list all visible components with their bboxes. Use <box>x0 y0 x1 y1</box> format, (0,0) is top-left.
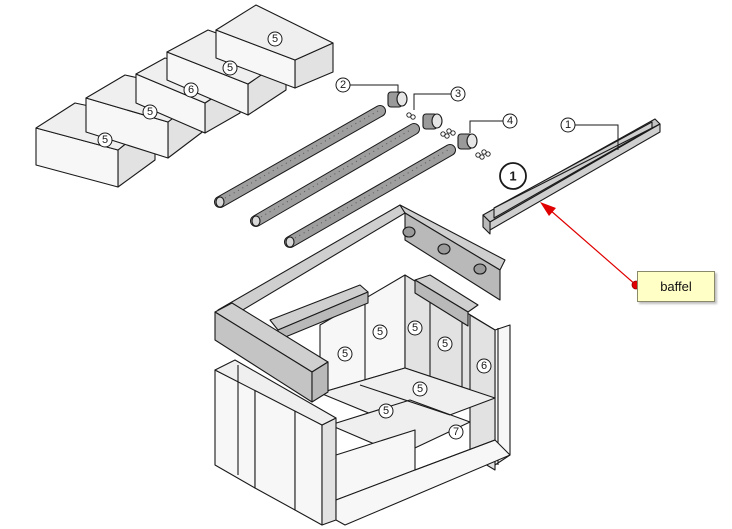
svg-text:3: 3 <box>455 88 461 100</box>
end-cap-3 <box>457 133 478 150</box>
callout-5-brick-4: 5 <box>222 60 238 76</box>
front-wall <box>214 359 337 526</box>
svg-text:5: 5 <box>227 62 233 74</box>
back-frame-bar <box>217 204 506 321</box>
annotation-arrow <box>540 202 641 290</box>
side-wall-right <box>469 314 511 471</box>
callout-5-wall-d: 5 <box>437 336 453 352</box>
svg-text:5: 5 <box>377 326 383 338</box>
baffle-angle <box>482 118 661 235</box>
callout-5-floor-b: 5 <box>378 403 394 419</box>
callout-3-cap: 3 <box>413 86 466 110</box>
tube-2 <box>250 123 420 227</box>
inner-grey-strip-left <box>269 284 369 341</box>
annotation-note[interactable]: baffel <box>637 271 715 302</box>
front-frame-bar <box>214 302 329 403</box>
svg-text:5: 5 <box>102 134 108 146</box>
washers-2 <box>440 128 456 139</box>
front-right-lower <box>335 429 511 526</box>
end-cap-2 <box>422 113 443 130</box>
callout-6-brick-3: 6 <box>183 82 199 98</box>
svg-text:6: 6 <box>481 360 487 372</box>
big-callout-1: 1 <box>499 162 527 190</box>
callout-4-cap: 4 <box>469 113 518 133</box>
svg-text:5: 5 <box>442 338 448 350</box>
callout-5-brick-5: 5 <box>267 31 283 47</box>
tube-1 <box>214 105 386 208</box>
callout-5-wall-b: 5 <box>407 320 423 336</box>
callout-5-brick-1: 5 <box>97 132 113 148</box>
svg-text:5: 5 <box>417 383 423 395</box>
svg-text:5: 5 <box>412 322 418 334</box>
svg-text:6: 6 <box>188 84 194 96</box>
svg-text:1: 1 <box>565 119 571 131</box>
callout-2-tube: 2 <box>335 77 399 93</box>
callout-5-brick-2: 5 <box>142 104 158 120</box>
callout-6-side: 6 <box>476 358 492 374</box>
svg-text:7: 7 <box>453 426 459 438</box>
inner-grey-strip-right <box>414 274 479 327</box>
end-cap-1 <box>387 91 408 108</box>
callout-5-wall-c: 5 <box>337 346 353 362</box>
svg-text:5: 5 <box>272 33 278 45</box>
tube-3 <box>284 144 456 248</box>
washers-1 <box>406 112 416 120</box>
callout-5-floor-a: 5 <box>412 381 428 397</box>
callout-5-wall-a: 5 <box>372 324 388 340</box>
svg-text:4: 4 <box>507 115 513 127</box>
svg-text:2: 2 <box>340 79 346 91</box>
svg-text:5: 5 <box>383 405 389 417</box>
washers-3 <box>475 149 491 160</box>
svg-text:5: 5 <box>147 106 153 118</box>
annotation-note-text: baffel <box>660 279 692 294</box>
callout-1-baffle: 1 <box>560 117 619 150</box>
callout-7-floor: 7 <box>448 424 464 440</box>
svg-text:5: 5 <box>342 348 348 360</box>
back-frame-bolts <box>402 226 487 275</box>
svg-text:1: 1 <box>509 169 516 184</box>
